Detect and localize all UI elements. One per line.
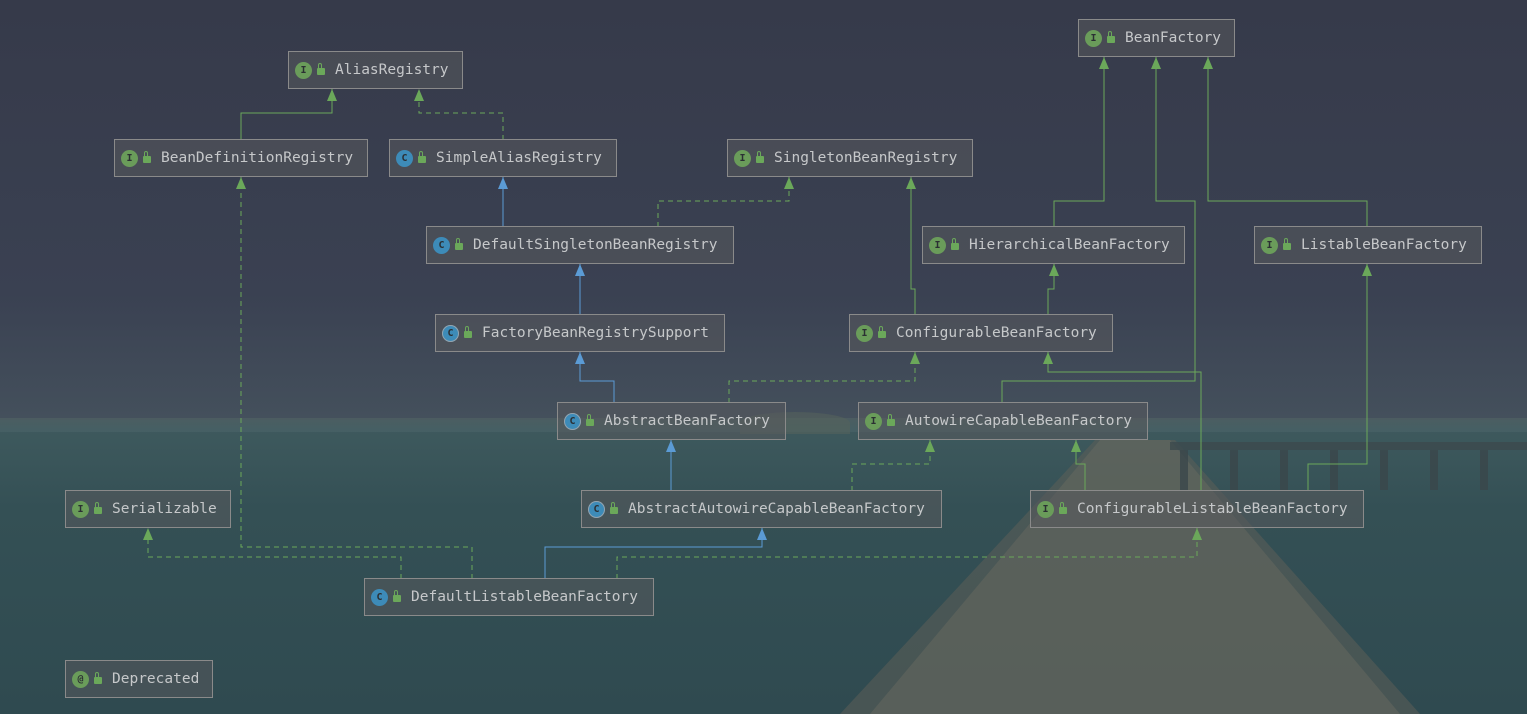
node-simple-alias-registry[interactable]: C SimpleAliasRegistry [389,139,617,177]
node-label: AbstractAutowireCapableBeanFactory [628,501,925,517]
public-lock-icon [1283,238,1291,250]
edge-defaultsingleton-singletonregistry [657,177,790,227]
interface-icon: I [1085,29,1102,47]
abstract-class-icon: C [564,412,581,430]
edge-defaultlistable-beandefinitionregistry [240,177,473,579]
node-label: DefaultSingletonBeanRegistry [473,237,718,253]
node-listable-bean-factory[interactable]: I ListableBeanFactory [1254,226,1482,264]
public-lock-icon [610,502,618,514]
node-bean-definition-registry[interactable]: I BeanDefinitionRegistry [114,139,368,177]
node-hierarchical-bean-factory[interactable]: I HierarchicalBeanFactory [922,226,1185,264]
edge-abstractbeanfactory-configurablebeanfactory [728,352,916,403]
interface-icon: I [929,236,946,254]
node-default-listable-bean-factory[interactable]: C DefaultListableBeanFactory [364,578,654,616]
edge-abstractautowire-autowire [851,440,931,491]
edge-hierarchical-beanfactory [1053,57,1105,227]
public-lock-icon [586,414,594,426]
public-lock-icon [1107,31,1115,43]
node-singleton-bean-registry[interactable]: I SingletonBeanRegistry [727,139,973,177]
class-icon: C [371,588,388,606]
class-icon: C [396,149,413,167]
public-lock-icon [418,151,426,163]
node-label: ListableBeanFactory [1301,237,1467,253]
edge-configurable-hierarchical [1047,264,1055,315]
node-factory-bean-registry-support[interactable]: C FactoryBeanRegistrySupport [435,314,725,352]
public-lock-icon [455,238,463,250]
node-configurable-bean-factory[interactable]: I ConfigurableBeanFactory [849,314,1113,352]
node-label: AutowireCapableBeanFactory [905,413,1132,429]
public-lock-icon [94,672,102,684]
abstract-class-icon: C [442,324,459,342]
public-lock-icon [1059,502,1067,514]
node-label: FactoryBeanRegistrySupport [482,325,709,341]
edge-configurablelistable-listable [1307,264,1368,491]
edge-defaultlistable-serializable [147,528,402,579]
node-configurable-listable-bean-factory[interactable]: I ConfigurableListableBeanFactory [1030,490,1364,528]
edge-abstractbeanfactory-factorybeansupport [579,352,615,403]
class-icon: C [433,236,450,254]
node-label: HierarchicalBeanFactory [969,237,1170,253]
public-lock-icon [951,238,959,250]
edge-configurable-singletonregistry [910,177,916,315]
node-abstract-autowire-capable-bean-factory[interactable]: C AbstractAutowireCapableBeanFactory [581,490,942,528]
node-bean-factory[interactable]: I BeanFactory [1078,19,1235,57]
node-alias-registry[interactable]: I AliasRegistry [288,51,463,89]
node-label: BeanDefinitionRegistry [161,150,354,166]
annotation-icon: @ [72,670,89,688]
public-lock-icon [756,151,764,163]
edge-listable-beanfactory [1207,57,1368,227]
node-abstract-bean-factory[interactable]: C AbstractBeanFactory [557,402,786,440]
node-label: AbstractBeanFactory [604,413,770,429]
edge-beandefinitionregistry-aliasregistry [240,89,333,140]
edge-defaultlistable-abstractautowire [544,528,763,579]
node-label: BeanFactory [1125,30,1222,46]
interface-icon: I [865,412,882,430]
edge-defaultlistable-configurablelistable [616,528,1198,579]
node-label: DefaultListableBeanFactory [411,589,638,605]
node-label: Deprecated [112,671,200,687]
interface-icon: I [734,149,751,167]
edge-simplealiasregistry-aliasregistry [418,89,504,140]
interface-icon: I [1261,236,1278,254]
interface-icon: I [121,149,138,167]
interface-icon: I [856,324,873,342]
interface-icon: I [72,500,89,518]
interface-icon: I [1037,500,1054,518]
public-lock-icon [887,414,895,426]
node-deprecated[interactable]: @ Deprecated [65,660,213,698]
node-label: ConfigurableBeanFactory [896,325,1097,341]
node-label: Serializable [112,501,217,517]
node-label: SingletonBeanRegistry [774,150,958,166]
node-serializable[interactable]: I Serializable [65,490,231,528]
abstract-class-icon: C [588,500,605,518]
public-lock-icon [878,326,886,338]
public-lock-icon [464,326,472,338]
public-lock-icon [393,590,401,602]
node-label: ConfigurableListableBeanFactory [1077,501,1348,517]
public-lock-icon [317,63,325,75]
interface-icon: I [295,61,312,79]
background-sky [0,0,1527,420]
node-label: SimpleAliasRegistry [436,150,602,166]
public-lock-icon [143,151,151,163]
node-default-singleton-bean-registry[interactable]: C DefaultSingletonBeanRegistry [426,226,734,264]
public-lock-icon [94,502,102,514]
edge-autowire-beanfactory [1001,57,1196,403]
node-label: AliasRegistry [335,62,449,78]
node-autowire-capable-bean-factory[interactable]: I AutowireCapableBeanFactory [858,402,1148,440]
